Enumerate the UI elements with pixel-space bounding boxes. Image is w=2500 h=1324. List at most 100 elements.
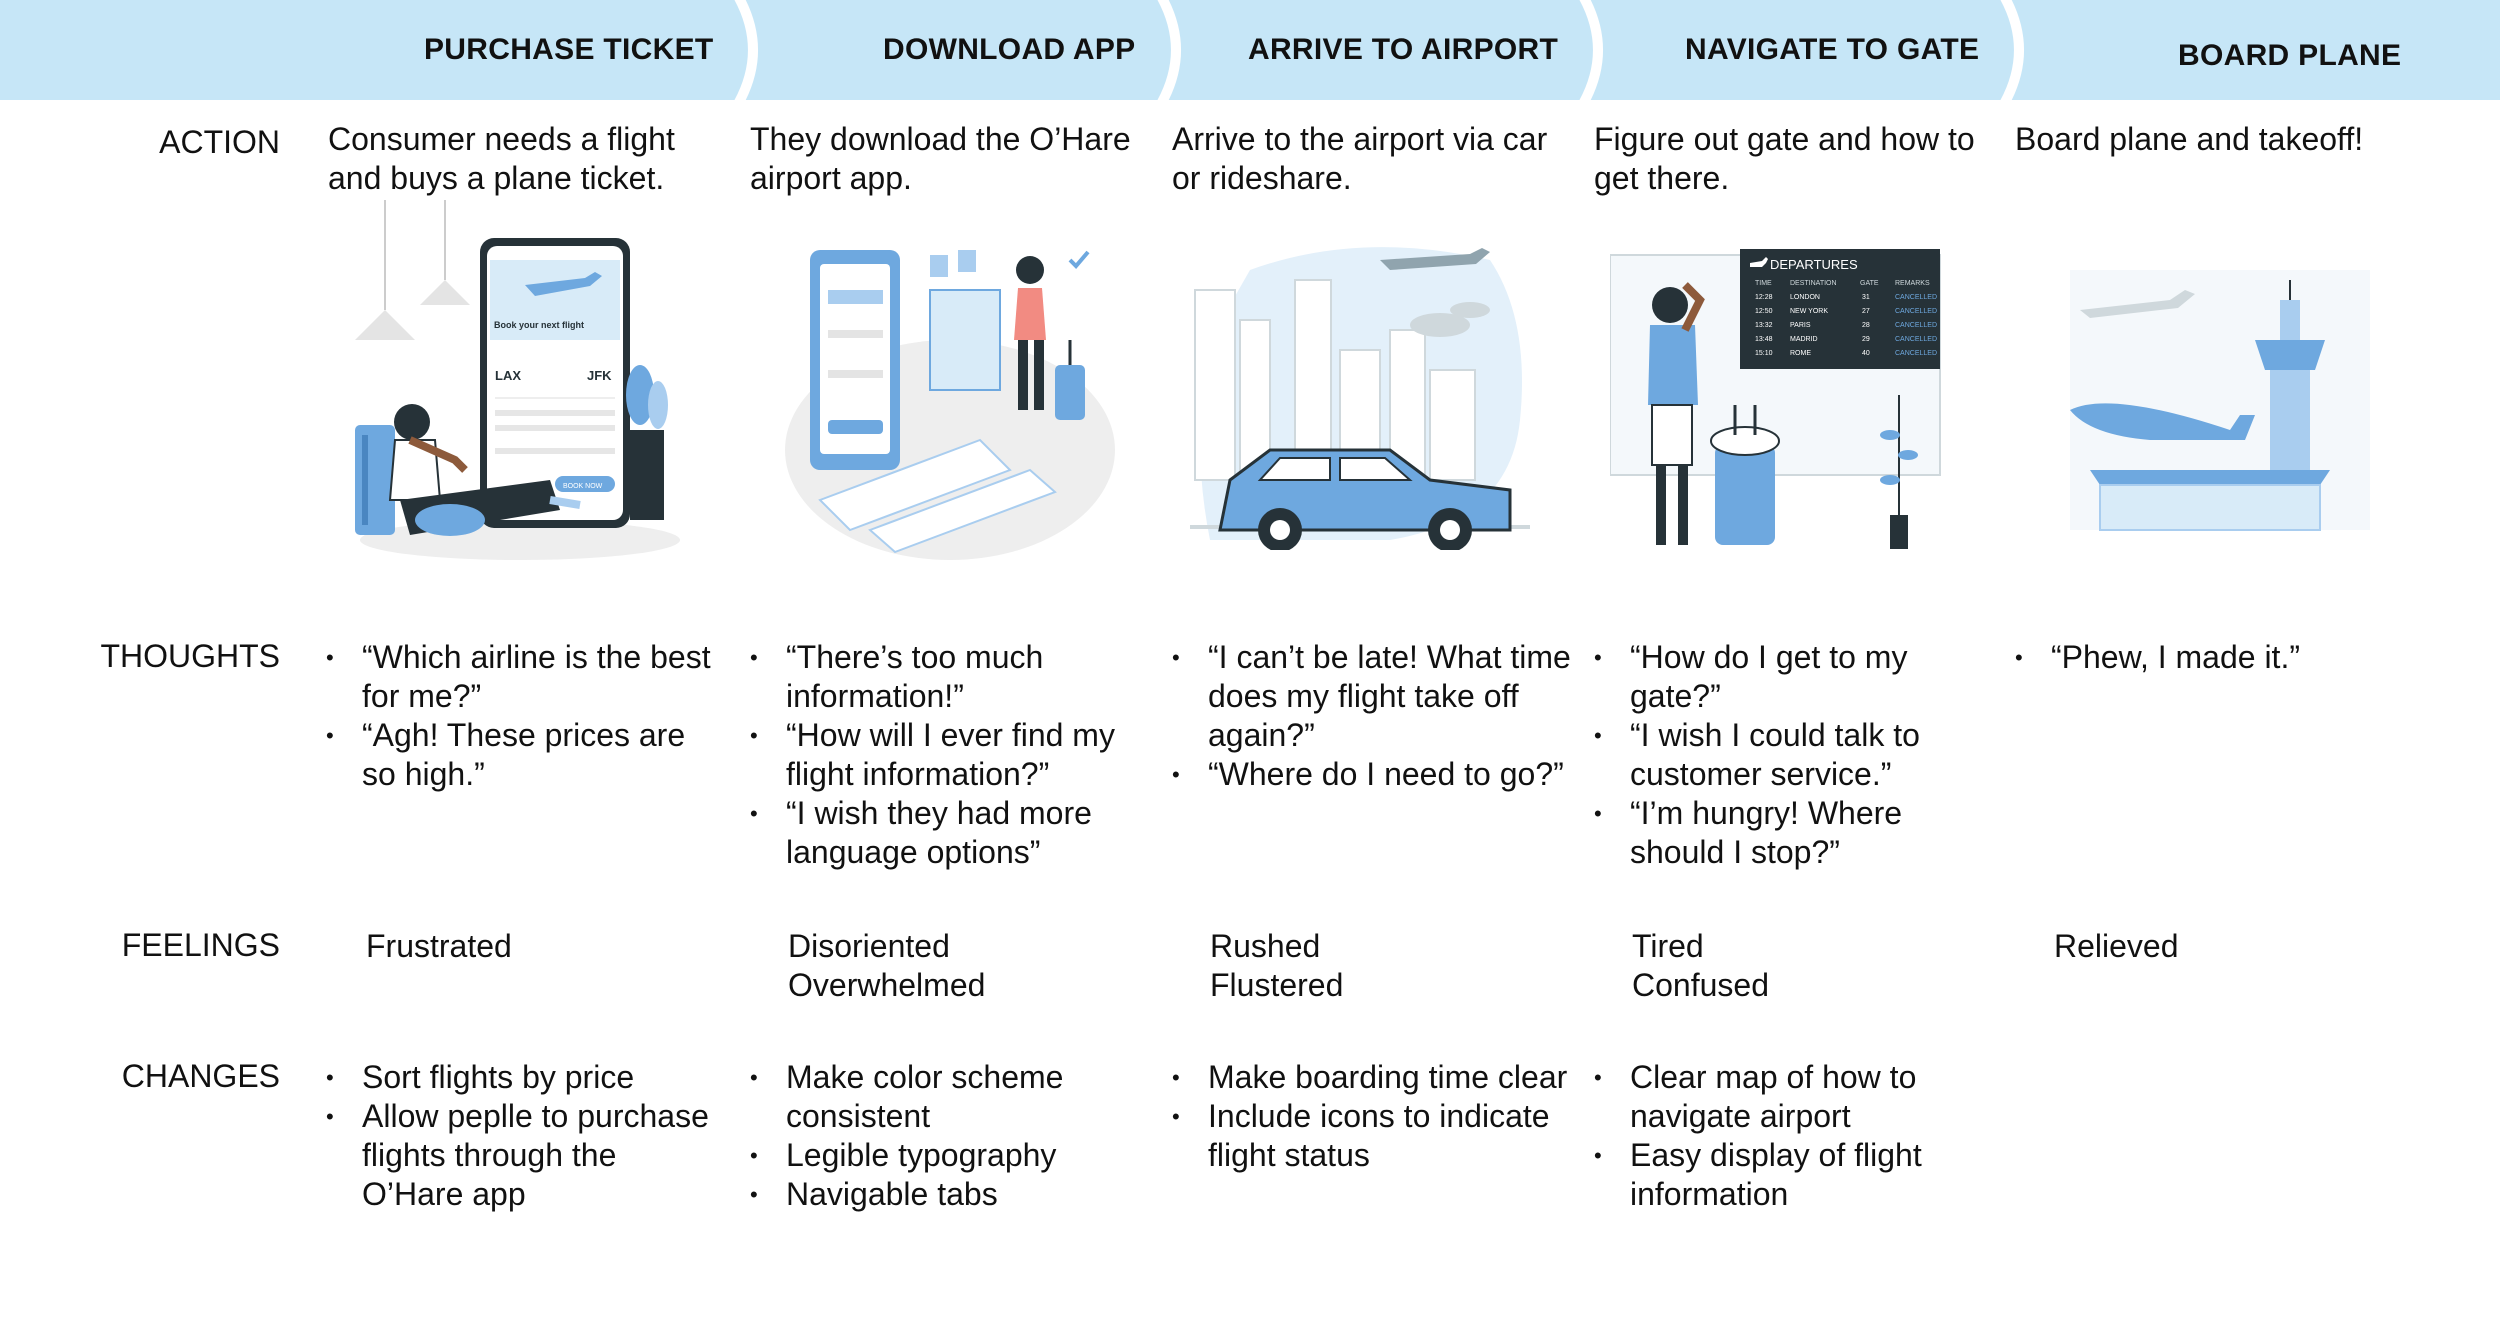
phone-book-button-label: BOOK NOW bbox=[563, 483, 603, 490]
illustration-arrive-airport bbox=[1190, 247, 1530, 550]
change-item: Make color scheme consistent bbox=[750, 1058, 1150, 1136]
plane-icon bbox=[525, 272, 602, 296]
change-item: Navigable tabs bbox=[750, 1175, 1150, 1214]
feelings-download: Disoriented Overwhelmed bbox=[752, 927, 985, 1005]
stage-title-purchase-ticket: PURCHASE TICKET bbox=[424, 33, 714, 66]
thought-item: “I wish they had more language options” bbox=[750, 794, 1150, 872]
stage-title-arrive-to-airport: ARRIVE TO AIRPORT bbox=[1248, 33, 1559, 66]
thought-item: “Which airline is the best for me?” bbox=[326, 638, 726, 716]
airplane-icon bbox=[2080, 290, 2195, 318]
changes-list-purchase: Sort flights by price Allow peplle to pu… bbox=[326, 1058, 726, 1214]
thought-item: “Where do I need to go?” bbox=[1172, 755, 1582, 794]
feeling-item: Relieved bbox=[2054, 928, 2179, 964]
airplane-icon bbox=[1380, 248, 1490, 270]
change-item: Easy display of flight information bbox=[1594, 1136, 1994, 1214]
header-band-background bbox=[0, 0, 2500, 100]
thought-item: “How do I get to my gate?” bbox=[1594, 638, 1994, 716]
thought-item: “I wish I could talk to customer service… bbox=[1594, 716, 1994, 794]
thought-item: “Agh! These prices are so high.” bbox=[326, 716, 726, 794]
departures-board bbox=[1740, 249, 1940, 369]
phone-row bbox=[495, 425, 615, 431]
plane-icon bbox=[1750, 257, 1768, 267]
illustration-board-plane bbox=[2070, 270, 2370, 531]
confused-traveler-figure bbox=[1648, 282, 1705, 545]
row-label-thoughts: THOUGHTS bbox=[100, 638, 280, 674]
app-card bbox=[828, 290, 883, 304]
row-label-changes: CHANGES bbox=[121, 1058, 280, 1094]
thought-item: “I can’t be late! What time does my flig… bbox=[1172, 638, 1582, 755]
phone-row bbox=[495, 448, 615, 454]
board-cell: CANCELLED bbox=[1895, 308, 1937, 315]
phone-row bbox=[495, 410, 615, 416]
woman-figure bbox=[388, 404, 581, 536]
row-label-feelings: FEELINGS bbox=[121, 927, 280, 963]
stage-divider-3 bbox=[1579, 0, 1603, 100]
phone-promo-text: Book your next flight bbox=[494, 320, 584, 330]
departures-board-headers: TIME DESTINATION GATE REMARKS bbox=[1755, 280, 1930, 287]
feeling-item: Confused bbox=[1632, 967, 1769, 1003]
board-cell: 12:50 bbox=[1755, 308, 1773, 315]
board-cell: MADRID bbox=[1790, 336, 1818, 343]
floating-card bbox=[929, 289, 1001, 391]
feeling-item: Frustrated bbox=[366, 928, 512, 964]
phone-from-code: LAX bbox=[495, 368, 521, 383]
departures-board-rows: 12:28 LONDON 31 CANCELLED 12:50 NEW YORK… bbox=[1755, 294, 1937, 357]
thought-item: “I’m hungry! Where should I stop?” bbox=[1594, 794, 1994, 872]
board-cell: CANCELLED bbox=[1895, 294, 1937, 301]
feelings-purchase: Frustrated bbox=[330, 927, 512, 966]
terminal-building-icon bbox=[2090, 470, 2330, 531]
action-text-download: They download the O’Hare airport app. bbox=[750, 121, 1131, 196]
floating-card-small bbox=[930, 255, 948, 277]
thoughts-list-arrive: “I can’t be late! What time does my flig… bbox=[1172, 638, 1582, 794]
feeling-item: Tired bbox=[1632, 928, 1704, 964]
thought-item: “Phew, I made it.” bbox=[2015, 638, 2455, 677]
stage-divider-1 bbox=[734, 0, 758, 100]
action-text-arrive: Arrive to the airport via car or ridesha… bbox=[1172, 121, 1548, 196]
board-cell: CANCELLED bbox=[1895, 336, 1937, 343]
board-cell: ROME bbox=[1790, 350, 1811, 357]
thoughts-list-board: “Phew, I made it.” bbox=[2015, 638, 2455, 677]
board-header-time: TIME bbox=[1755, 280, 1772, 287]
feelings-board: Relieved bbox=[2018, 927, 2179, 966]
thought-item: “There’s too much information!” bbox=[750, 638, 1150, 716]
suitcase-icon bbox=[355, 425, 395, 535]
stage-divider-4 bbox=[2000, 0, 2024, 100]
changes-list-navigate: Clear map of how to navigate airport Eas… bbox=[1594, 1058, 1994, 1214]
boarding-pass-icon bbox=[818, 438, 1057, 554]
app-card bbox=[828, 370, 883, 378]
stage-header-band bbox=[0, 0, 2500, 100]
thoughts-list-navigate: “How do I get to my gate?” “I wish I cou… bbox=[1594, 638, 1994, 872]
board-cell: 40 bbox=[1862, 350, 1870, 357]
illustration-download-app bbox=[785, 250, 1115, 560]
tablet-screen bbox=[820, 264, 890, 454]
traveler-woman-figure bbox=[1014, 256, 1085, 420]
change-item: Clear map of how to navigate airport bbox=[1594, 1058, 1994, 1136]
board-header-remarks: REMARKS bbox=[1895, 280, 1930, 287]
feeling-item: Rushed bbox=[1210, 928, 1321, 964]
thought-item: “How will I ever find my flight informat… bbox=[750, 716, 1150, 794]
changes-list-arrive: Make boarding time clear Include icons t… bbox=[1172, 1058, 1572, 1175]
departing-plane-icon bbox=[2070, 403, 2255, 440]
app-card bbox=[828, 330, 883, 338]
board-cell: 27 bbox=[1862, 308, 1870, 315]
illustration-navigate-gate: DEPARTURES TIME DESTINATION GATE REMARKS… bbox=[1610, 249, 1941, 549]
changes-list-download: Make color scheme consistent Legible typ… bbox=[750, 1058, 1150, 1214]
stage-divider-2 bbox=[1157, 0, 1181, 100]
potted-plant-icon bbox=[1880, 395, 1918, 549]
feeling-item: Flustered bbox=[1210, 967, 1344, 1003]
board-cell: 12:28 bbox=[1755, 294, 1773, 301]
board-cell: 29 bbox=[1862, 336, 1870, 343]
stage-title-download-app: DOWNLOAD APP bbox=[883, 33, 1136, 66]
plant-icon bbox=[626, 365, 668, 520]
board-cell: NEW YORK bbox=[1790, 308, 1828, 315]
hanging-lamp-icon bbox=[355, 200, 470, 340]
feeling-item: Overwhelmed bbox=[788, 967, 986, 1003]
checkmark-icon bbox=[1068, 250, 1090, 269]
feeling-item: Disoriented bbox=[788, 928, 950, 964]
board-header-destination: DESTINATION bbox=[1790, 280, 1837, 287]
floating-card-small bbox=[958, 250, 976, 272]
board-cell: 13:48 bbox=[1755, 336, 1773, 343]
app-button bbox=[828, 420, 883, 434]
board-cell: 15:10 bbox=[1755, 350, 1773, 357]
cloud-icon bbox=[1410, 313, 1470, 337]
